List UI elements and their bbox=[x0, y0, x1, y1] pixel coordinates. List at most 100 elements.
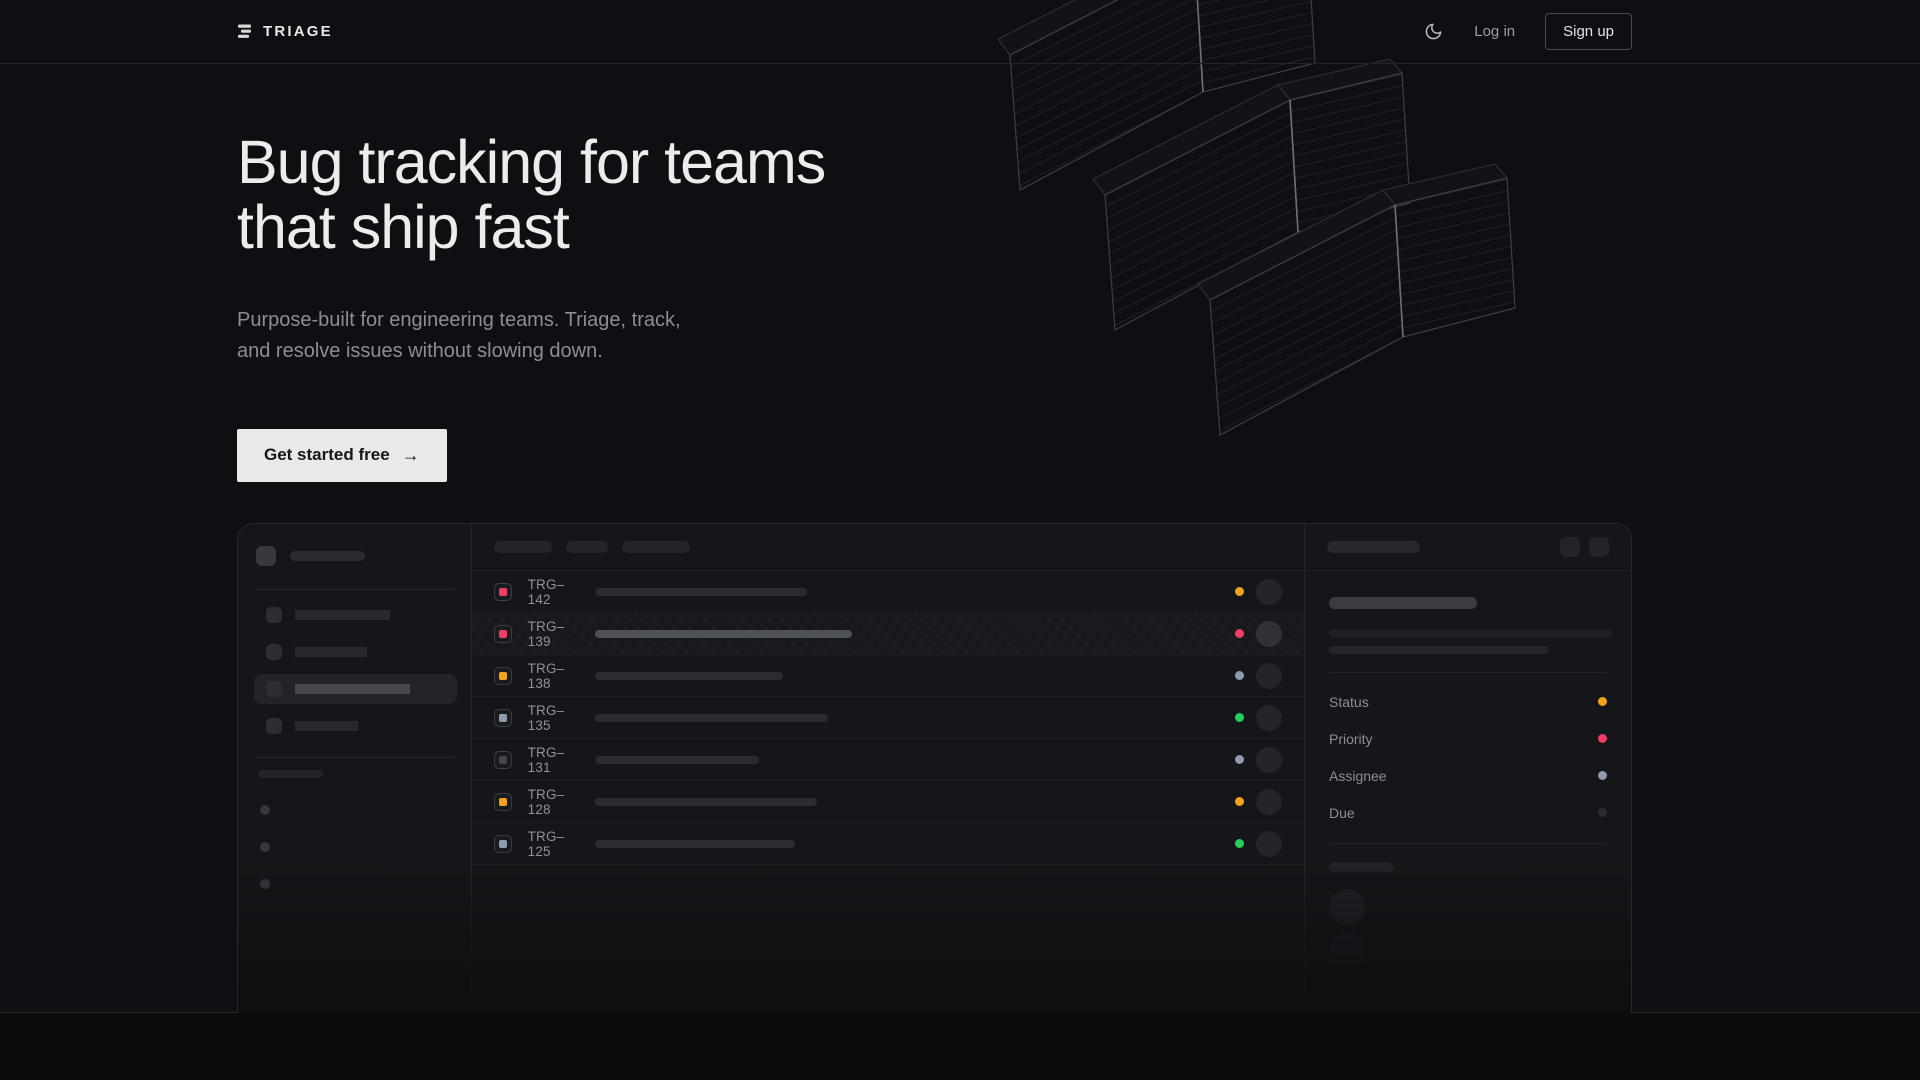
divider bbox=[1329, 672, 1607, 673]
detail-header bbox=[1305, 524, 1631, 571]
issue-row[interactable]: TRG–131 bbox=[471, 739, 1304, 781]
assignee-avatar[interactable] bbox=[1256, 578, 1282, 605]
detail-field-row[interactable]: Priority bbox=[1329, 720, 1607, 757]
status-dot bbox=[1235, 629, 1244, 638]
issue-type-icon bbox=[493, 582, 512, 601]
sidebar-item-skeleton[interactable] bbox=[254, 637, 457, 667]
toolbar-pill-skeleton[interactable] bbox=[493, 541, 552, 553]
issue-id: TRG–138 bbox=[527, 660, 565, 691]
hero-title: Bug tracking for teams that ship fast bbox=[237, 128, 826, 261]
detail-field-row[interactable]: Due bbox=[1329, 794, 1607, 831]
issue-type-icon bbox=[493, 834, 512, 853]
workspace-logo-skeleton bbox=[256, 546, 276, 566]
sidebar-dot-skeleton bbox=[260, 842, 270, 852]
divider bbox=[1329, 843, 1607, 844]
issue-row[interactable]: TRG–135 bbox=[471, 697, 1304, 739]
issue-list-toolbar bbox=[471, 524, 1304, 571]
issue-title-skeleton bbox=[594, 797, 817, 806]
divider bbox=[256, 757, 455, 758]
get-started-button[interactable]: Get started free → bbox=[237, 428, 447, 482]
workspace-row bbox=[256, 546, 455, 566]
field-value-dot bbox=[1598, 808, 1607, 817]
status-dot bbox=[1235, 713, 1244, 722]
footer-band bbox=[0, 1013, 1920, 1079]
sidebar-item-icon-skeleton bbox=[266, 607, 282, 623]
assignee-avatar[interactable] bbox=[1256, 662, 1282, 689]
status-dot bbox=[1235, 587, 1244, 596]
issue-type-icon bbox=[493, 792, 512, 811]
sidebar-item-label-skeleton bbox=[295, 610, 390, 620]
hero-subtitle: Purpose-built for engineering teams. Tri… bbox=[237, 309, 681, 362]
field-value-dot bbox=[1598, 734, 1607, 743]
description-line-skeleton bbox=[1329, 629, 1612, 637]
field-label: Due bbox=[1329, 804, 1355, 821]
toolbar-pill-skeleton[interactable] bbox=[565, 541, 608, 553]
detail-field-row[interactable]: Status bbox=[1329, 683, 1607, 720]
assignee-avatar[interactable] bbox=[1256, 746, 1282, 773]
field-value-dot bbox=[1598, 771, 1607, 780]
issue-type-icon bbox=[493, 750, 512, 769]
hero-section: Bug tracking for teams that ship fast Pu… bbox=[0, 64, 1920, 1013]
hero-copy: Bug tracking for teams that ship fast Pu… bbox=[237, 128, 826, 482]
top-nav: TRIAGE Log in Sign up bbox=[0, 0, 1920, 64]
issue-type-icon bbox=[493, 624, 512, 643]
app-mockup-card: TRG–142 TRG–139 TRG–138 TRG–135 bbox=[237, 523, 1632, 1013]
issue-row[interactable]: TRG–142 bbox=[471, 571, 1304, 613]
sidebar-item-label-skeleton bbox=[295, 647, 367, 657]
issue-title-skeleton bbox=[594, 839, 795, 848]
detail-field-row[interactable]: Assignee bbox=[1329, 757, 1607, 794]
issue-row[interactable]: TRG–125 bbox=[471, 823, 1304, 865]
sidebar-item-label-skeleton bbox=[295, 721, 358, 731]
issue-id: TRG–139 bbox=[527, 618, 565, 649]
issue-list-panel: TRG–142 TRG–139 TRG–138 TRG–135 bbox=[470, 524, 1304, 1013]
sidebar-item-skeleton-active[interactable] bbox=[254, 674, 457, 704]
detail-fields: Status Priority Assignee Due bbox=[1329, 683, 1607, 831]
field-label: Priority bbox=[1329, 730, 1373, 747]
sidebar-item-icon-skeleton bbox=[266, 681, 282, 697]
issue-id: TRG–125 bbox=[527, 828, 565, 859]
detail-action-button-skeleton[interactable] bbox=[1560, 537, 1580, 557]
issue-title-skeleton bbox=[1329, 597, 1477, 609]
sidebar-item-label-skeleton bbox=[295, 684, 410, 694]
issue-row[interactable]: TRG–128 bbox=[471, 781, 1304, 823]
issue-rows: TRG–142 TRG–139 TRG–138 TRG–135 bbox=[471, 571, 1304, 865]
toolbar-pill-skeleton[interactable] bbox=[621, 541, 690, 553]
sidebar-item-skeleton[interactable] bbox=[254, 600, 457, 630]
issue-type-icon bbox=[493, 666, 512, 685]
issue-id: TRG–131 bbox=[527, 744, 565, 775]
description-line-skeleton bbox=[1329, 646, 1549, 654]
detail-action-button-skeleton[interactable] bbox=[1589, 537, 1609, 557]
mockup-sidebar bbox=[238, 524, 471, 1013]
issue-title-skeleton bbox=[594, 671, 783, 680]
arrow-right-icon: → bbox=[401, 444, 420, 465]
brand[interactable]: TRIAGE bbox=[237, 23, 333, 40]
issue-row[interactable]: TRG–139 bbox=[471, 613, 1304, 655]
sidebar-item-icon-skeleton bbox=[266, 644, 282, 660]
assignee-avatar[interactable] bbox=[1256, 830, 1282, 857]
detail-actions bbox=[1560, 537, 1609, 557]
status-dot bbox=[1235, 671, 1244, 680]
issue-row[interactable]: TRG–138 bbox=[471, 655, 1304, 697]
assignee-avatar[interactable] bbox=[1256, 788, 1282, 815]
issue-type-icon bbox=[493, 708, 512, 727]
status-dot bbox=[1235, 797, 1244, 806]
issue-title-skeleton bbox=[594, 587, 807, 596]
issue-title-skeleton bbox=[594, 755, 759, 764]
theme-toggle-moon-icon[interactable] bbox=[1422, 21, 1444, 43]
sidebar-item-skeleton[interactable] bbox=[254, 711, 457, 741]
workspace-name-skeleton bbox=[290, 551, 365, 561]
login-link[interactable]: Log in bbox=[1474, 23, 1516, 40]
assignee-avatar[interactable] bbox=[1256, 620, 1282, 647]
detail-title-skeleton bbox=[1327, 541, 1420, 553]
assignee-avatar[interactable] bbox=[1256, 704, 1282, 731]
sidebar-section-label-skeleton bbox=[258, 770, 323, 778]
issue-title-skeleton bbox=[594, 713, 828, 722]
sidebar-dot-skeleton bbox=[260, 805, 270, 815]
field-label: Status bbox=[1329, 693, 1369, 710]
issue-id: TRG–142 bbox=[527, 576, 565, 607]
divider bbox=[256, 589, 455, 590]
triage-logo-icon bbox=[238, 24, 251, 38]
signup-button[interactable]: Sign up bbox=[1545, 13, 1632, 50]
status-dot bbox=[1235, 755, 1244, 764]
